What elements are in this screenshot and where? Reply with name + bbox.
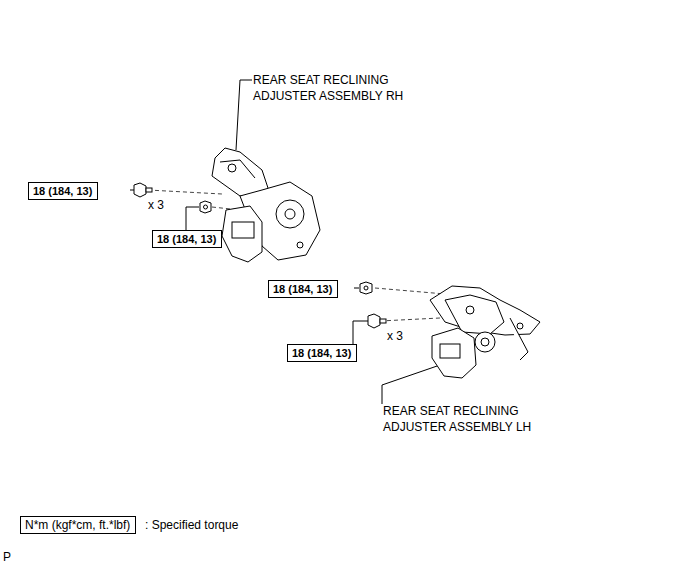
part-name: REAR SEAT RECLINING ADJUSTER ASSEMBLY LH — [383, 403, 558, 435]
torque-box: 18 (184, 13) — [268, 280, 338, 298]
leader-line — [236, 80, 252, 150]
legend-text: : Specified torque — [145, 517, 238, 533]
legend-box: N*m (kgf*cm, ft.*lbf) — [20, 516, 136, 534]
torque-value: 18 (184, 13) — [292, 346, 352, 360]
torque-box: 18 (184, 13) — [28, 182, 98, 200]
torque-value: 18 (184, 13) — [273, 282, 333, 296]
part-name: REAR SEAT RECLINING ADJUSTER ASSEMBLY RH — [253, 72, 413, 104]
leader-line — [130, 190, 134, 191]
torque-value: 18 (184, 13) — [33, 184, 93, 198]
leader-line — [353, 321, 368, 344]
page-mark: P — [3, 549, 11, 564]
torque-value: 18 (184, 13) — [157, 232, 217, 246]
torque-box: 18 (184, 13) — [152, 230, 222, 248]
leader-line — [382, 365, 440, 404]
leader-line — [354, 288, 359, 289]
torque-value: N*m (kgf*cm, ft.*lbf) — [25, 518, 131, 532]
quantity-label: x 3 — [387, 328, 403, 344]
quantity-label: x 3 — [148, 197, 164, 213]
torque-box: 18 (184, 13) — [287, 344, 357, 362]
leader-line — [186, 207, 199, 230]
